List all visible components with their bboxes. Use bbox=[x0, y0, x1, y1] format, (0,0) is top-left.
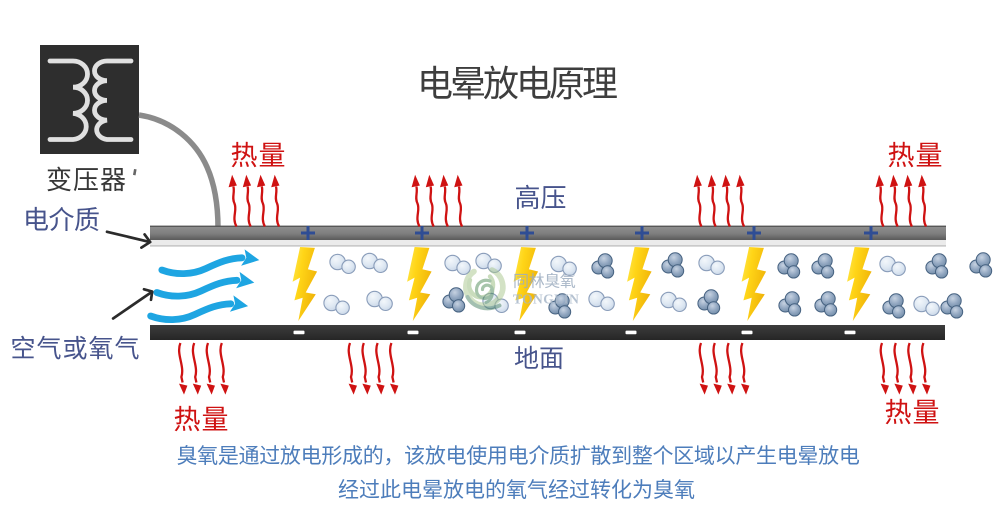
svg-text:同林臭氧: 同林臭氧 bbox=[513, 273, 576, 291]
svg-text:TONGLIN: TONGLIN bbox=[513, 292, 579, 307]
